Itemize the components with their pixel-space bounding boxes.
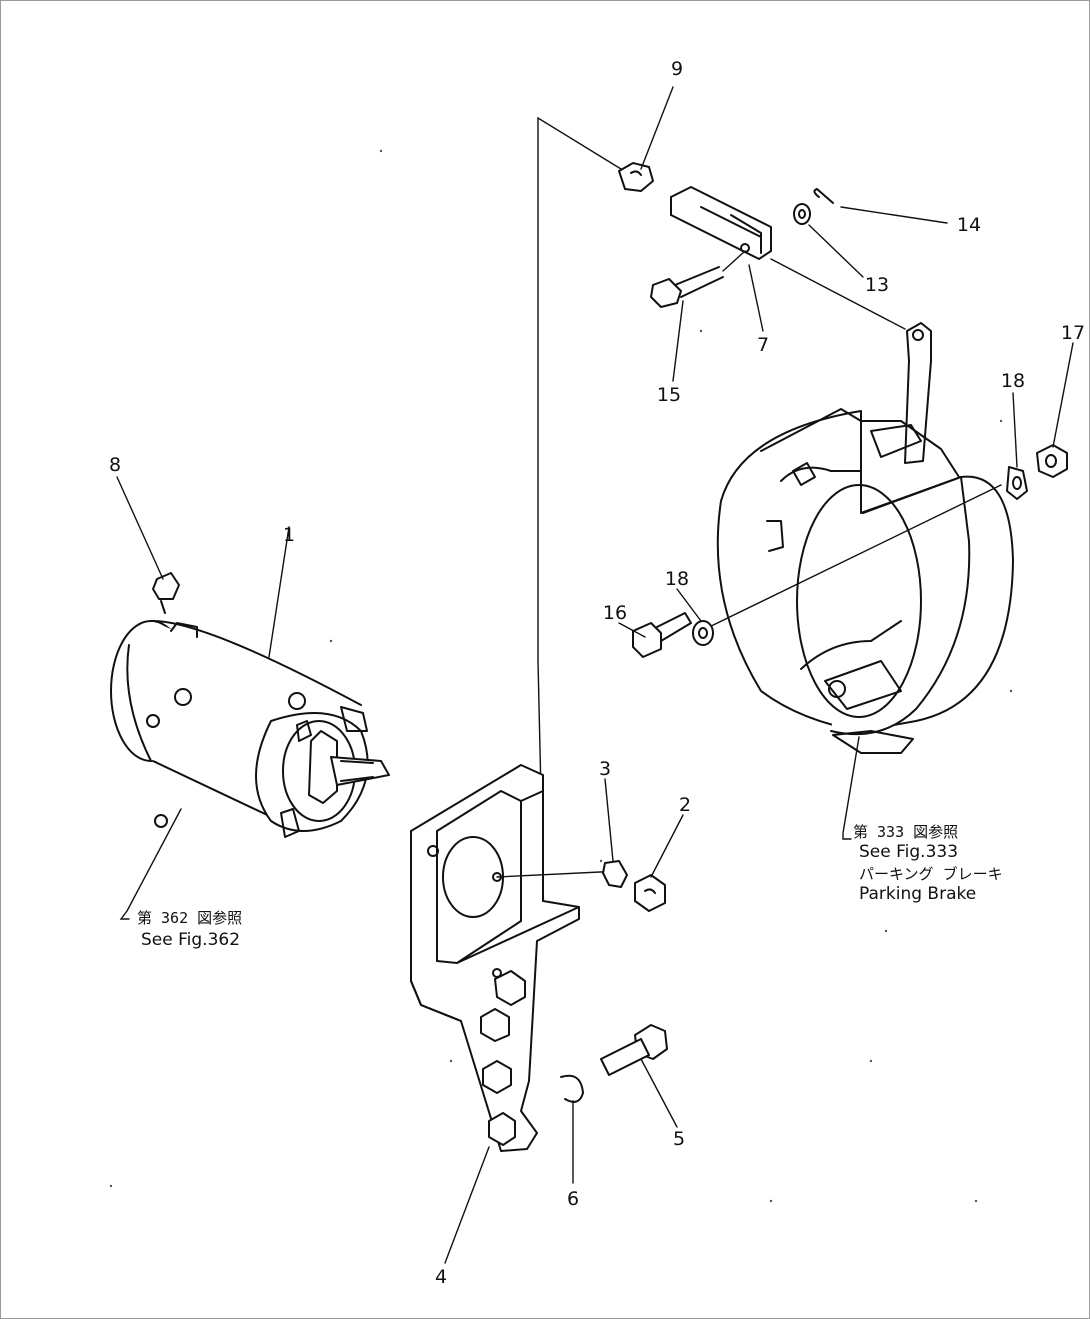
callout-4: 4	[435, 1266, 447, 1288]
washer-part-6	[560, 1074, 584, 1103]
motor-ref-jp: 第 362 図参照	[137, 909, 242, 927]
cotter-pin-part-14	[813, 188, 834, 204]
washer-part-18-left	[692, 620, 714, 646]
speck-marks	[109, 149, 1013, 1203]
nut-part-17	[1036, 444, 1068, 478]
motor-part-1	[110, 619, 390, 838]
callout-8: 8	[109, 454, 121, 476]
callout-13: 13	[865, 274, 889, 296]
brake-reference-note: 第 333 図参照 See Fig.333 パーキング ブレーキ Parking…	[853, 823, 1003, 904]
callout-15: 15	[657, 384, 681, 406]
callout-9: 9	[671, 58, 683, 80]
callout-16: 16	[603, 602, 627, 624]
callout-18-lower: 18	[665, 568, 689, 590]
callout-18-upper: 18	[1001, 370, 1025, 392]
pin-part-15	[650, 250, 746, 308]
callout-14: 14	[957, 214, 981, 236]
nut-part-2	[634, 874, 666, 912]
washer-part-18-right	[1006, 466, 1028, 500]
callout-1: 1	[283, 524, 295, 546]
brake-name-en: Parking Brake	[859, 884, 976, 904]
bracket-part-4	[410, 764, 622, 1152]
callout-6: 6	[567, 1188, 579, 1210]
callout-5: 5	[673, 1128, 685, 1150]
parking-brake-assembly	[700, 258, 1014, 754]
washer-part-3	[602, 860, 628, 888]
assembly-line-9	[537, 116, 622, 927]
callout-numbers: 9 14 13 7 15 17 18 18 16 8 1 3 2 5 6 4	[109, 58, 1085, 1288]
washer-part-13	[793, 203, 811, 225]
motor-reference-note: 第 362 図参照 See Fig.362	[137, 909, 242, 950]
callout-17: 17	[1061, 322, 1085, 344]
clevis-part-7	[670, 186, 772, 260]
brake-name-jp: パーキング ブレーキ	[859, 865, 1003, 883]
brake-ref-jp: 第 333 図参照	[853, 823, 958, 841]
callout-3: 3	[599, 758, 611, 780]
brake-ref-en: See Fig.333	[859, 842, 958, 862]
bolt-part-5	[600, 1024, 668, 1076]
nut-part-9	[618, 162, 654, 192]
motor-ref-en: See Fig.362	[141, 930, 240, 950]
bolt-part-16	[632, 612, 692, 658]
leader-lines	[116, 86, 1074, 1264]
fitting-part-8	[152, 572, 180, 614]
callout-7: 7	[757, 334, 769, 356]
callout-2: 2	[679, 794, 691, 816]
